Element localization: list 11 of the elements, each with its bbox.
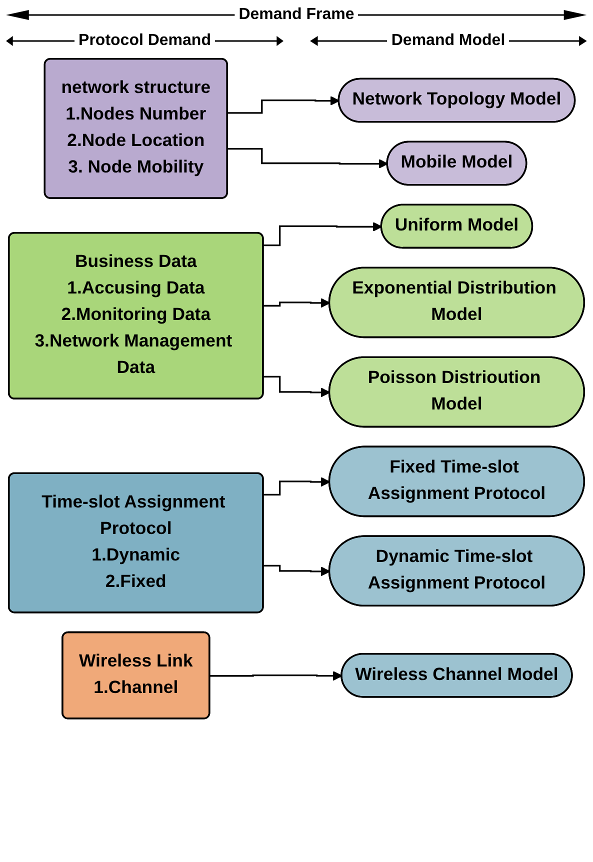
- arrow: [228, 96, 340, 114]
- arrow: [228, 148, 388, 169]
- arrow: [264, 376, 330, 398]
- arrow: [264, 298, 330, 308]
- arrow: [264, 222, 382, 246]
- column-heading: Demand Model: [390, 32, 506, 50]
- column-heading: Demand Frame: [238, 6, 356, 24]
- arrow: [210, 670, 342, 681]
- arrow: [264, 477, 330, 496]
- arrow: [264, 564, 330, 576]
- column-heading: Protocol Demand: [78, 32, 212, 50]
